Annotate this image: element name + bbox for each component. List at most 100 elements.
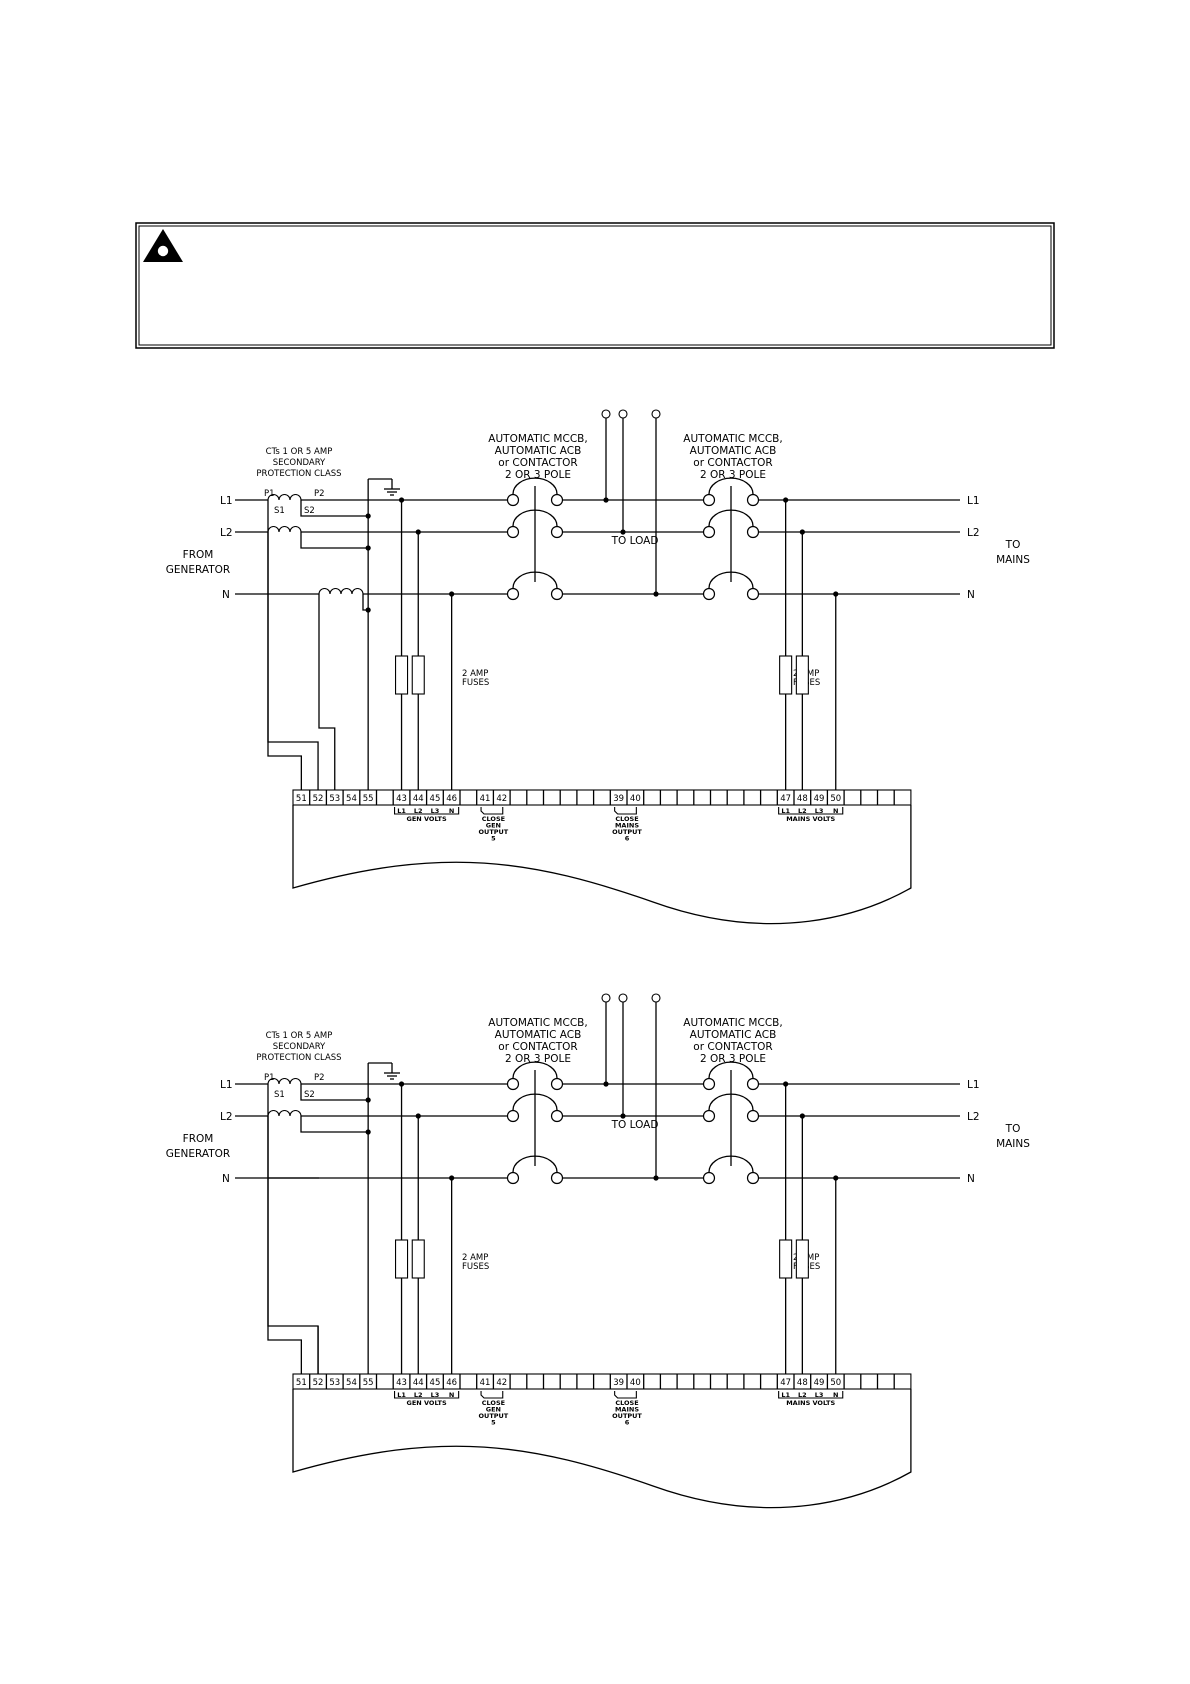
gen-volts-sub-L1: L1 (397, 1391, 406, 1399)
terminal-39: 39 (613, 794, 624, 804)
terminal-55: 55 (363, 1378, 374, 1388)
terminal-41: 41 (480, 1378, 491, 1388)
label-mains-l1: L1 (967, 495, 980, 507)
terminal-49: 49 (814, 794, 825, 804)
gen-breaker-label-line: or CONTACTOR (498, 457, 577, 469)
gen-fuse-label: 2 AMP (462, 669, 488, 679)
contact-circle (746, 1109, 760, 1123)
mains-breaker-label-line: or CONTACTOR (693, 1041, 772, 1053)
close-gen-bracket (480, 1391, 504, 1399)
mains-volts-sub-L1: L1 (781, 807, 790, 815)
label-gen-n: N (222, 589, 230, 601)
contact-circle (702, 587, 716, 601)
load-terminal (601, 409, 611, 419)
to-label: TO (1005, 539, 1021, 551)
close-mains-label: CLOSE (615, 1399, 638, 1407)
ct-s2-label: S2 (304, 1090, 315, 1100)
from-generator-label: GENERATOR (166, 1148, 230, 1160)
gen-fuse-44 (411, 1239, 425, 1279)
contact-circle (702, 493, 716, 507)
junction-dot (365, 607, 371, 613)
controller-body-outline (292, 805, 912, 925)
terminal-50: 50 (830, 1378, 841, 1388)
label-mains-l2: L2 (967, 527, 980, 539)
mains-volts-sub-N: N (833, 1391, 838, 1399)
mains-volts-sub-N: N (833, 807, 838, 815)
contact-circle (550, 525, 564, 539)
label-mains-n: N (967, 589, 975, 601)
warning-triangle-icon (143, 229, 183, 262)
close-mains-label: 6 (625, 835, 630, 843)
from-label: FROM (183, 1133, 214, 1145)
gen-breaker-contact (506, 1155, 564, 1185)
contact-circle (550, 1171, 564, 1185)
terminal-52: 52 (313, 1378, 324, 1388)
gen-fuse-label: FUSES (462, 678, 489, 688)
label-mains-l2: L2 (967, 1111, 980, 1123)
gen-volts-sub-N: N (449, 807, 454, 815)
terminal-43: 43 (396, 1378, 407, 1388)
contact-circle (550, 587, 564, 601)
ct-l2-s2-wire (300, 1116, 369, 1133)
terminal-41: 41 (480, 794, 491, 804)
mains-volts-sub-L1: L1 (781, 1391, 790, 1399)
contact-circle (550, 1077, 564, 1091)
warning-box (135, 222, 1055, 349)
contact-circle (702, 1171, 716, 1185)
gen-volts-bracket (394, 807, 460, 815)
contact-circle (506, 1171, 520, 1185)
load-terminal (601, 993, 611, 1003)
label-gen-l2: L2 (220, 1111, 233, 1123)
to-load-label: TO LOAD (611, 1119, 659, 1131)
terminal-45: 45 (430, 794, 441, 804)
junction-dot (365, 1129, 371, 1135)
load-terminal (651, 993, 661, 1003)
terminal-46: 46 (446, 1378, 457, 1388)
contact-circle (506, 1109, 520, 1123)
mains-breaker-label-line: AUTOMATIC ACB (690, 445, 777, 457)
gen-volts-sub-L3: L3 (431, 1391, 440, 1399)
gen-fuse-label: 2 AMP (462, 1253, 488, 1263)
contact-arc (708, 477, 754, 495)
ct-coil-l2 (267, 1110, 302, 1117)
terminal-44: 44 (413, 1378, 424, 1388)
mains-breaker-label-line: AUTOMATIC ACB (690, 1029, 777, 1041)
ct-l2-s2-wire (300, 532, 369, 549)
contact-arc (512, 1061, 558, 1079)
earth-icon (384, 1072, 400, 1080)
mains-breaker-label-line: AUTOMATIC MCCB, (683, 1017, 782, 1029)
gen-volts-sub-L2: L2 (414, 1391, 423, 1399)
ct-coil-n (318, 588, 364, 595)
close-gen-label: GEN (486, 1406, 501, 1414)
to-mains-label: MAINS (996, 554, 1030, 566)
ct-s2-label: S2 (304, 506, 315, 516)
contact-circle (746, 525, 760, 539)
ct-label-line: SECONDARY (273, 458, 326, 468)
close-mains-label: CLOSE (615, 815, 638, 823)
gen-breaker-label-line: AUTOMATIC MCCB, (488, 1017, 587, 1029)
contact-circle (702, 525, 716, 539)
ct-coil-l1 (267, 494, 302, 501)
ct-l1-s1-wire (267, 500, 302, 790)
ct-label-line: SECONDARY (273, 1042, 326, 1052)
terminal-48: 48 (797, 794, 808, 804)
mains-breaker-contact (702, 1061, 760, 1091)
gen-fuse-43 (394, 1239, 409, 1279)
gen-breaker-label-line: AUTOMATIC ACB (495, 445, 582, 457)
close-gen-label: 5 (491, 1419, 496, 1427)
gen-breaker-label-line: AUTOMATIC MCCB, (488, 433, 587, 445)
ct-l1-s1-wire (267, 1084, 302, 1374)
terminal-48: 48 (797, 1378, 808, 1388)
terminal-40: 40 (630, 794, 641, 804)
gen-volts-sub-L3: L3 (431, 807, 440, 815)
ct-l1-s2-wire (300, 500, 369, 517)
mains-breaker-label-line: 2 OR 3 POLE (700, 1053, 766, 1065)
from-label: FROM (183, 549, 214, 561)
mains-volts-bracket (778, 807, 844, 815)
load-junction (603, 497, 609, 503)
gen-breaker-label-line: AUTOMATIC ACB (495, 1029, 582, 1041)
terminal-50: 50 (830, 794, 841, 804)
